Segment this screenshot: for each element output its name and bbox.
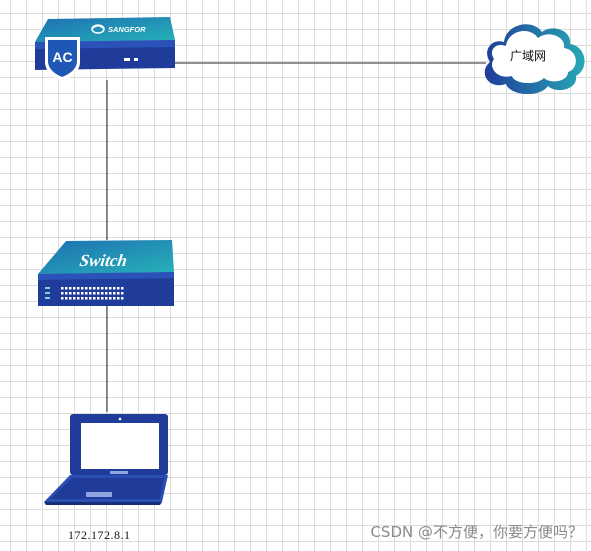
switch-port [85,287,88,290]
switch-port [89,297,92,300]
switch-port [65,292,68,295]
switch-port [121,292,124,295]
switch-port [105,287,108,290]
switch-port [113,287,116,290]
switch-port [101,292,104,295]
switch-port [121,287,124,290]
switch-port [93,292,96,295]
sangfor-logo-icon [91,24,105,34]
switch-port [81,287,84,290]
switch-port [93,287,96,290]
switch-port [117,292,120,295]
switch-port [85,292,88,295]
switch-port [73,297,76,300]
switch-port [61,297,64,300]
switch-port [89,292,92,295]
switch-ports [61,287,124,300]
wan-cloud[interactable]: 广域网 [484,24,585,95]
switch-port [69,297,72,300]
laptop-device[interactable] [44,414,168,505]
switch-port [77,297,80,300]
switch-port [101,287,104,290]
ac-device[interactable]: SANGFOR AC [35,17,175,81]
switch-port [89,287,92,290]
watermark-text: CSDN @不方便，你要方便吗？ [370,523,583,541]
switch-port [121,297,124,300]
switch-port [85,297,88,300]
switch-port [113,292,116,295]
switch-port [117,287,120,290]
switch-port [105,297,108,300]
switch-port [65,297,68,300]
switch-port [101,297,104,300]
switch-port [77,292,80,295]
ac-badge-text: AC [52,49,72,65]
switch-port [113,297,116,300]
switch-port [97,297,100,300]
wan-cloud-label: 广域网 [510,49,546,63]
switch-port [69,292,72,295]
laptop-ip-label: 172.172.8.1 [68,528,131,542]
switch-port [93,297,96,300]
ac-brand-text: SANGFOR [108,25,146,34]
switch-port [69,287,72,290]
switch-port [109,297,112,300]
switch-device[interactable]: Switch [38,240,174,306]
switch-port [105,292,108,295]
ac-shield-icon: AC [45,37,80,81]
switch-port [73,292,76,295]
switch-label: Switch [78,251,128,270]
switch-port [97,287,100,290]
switch-port [81,297,84,300]
switch-port [73,287,76,290]
switch-port [117,297,120,300]
switch-port [77,287,80,290]
switch-port [81,292,84,295]
switch-port [109,287,112,290]
switch-port [65,287,68,290]
switch-port [61,287,64,290]
switch-port [97,292,100,295]
switch-port [109,292,112,295]
switch-port [61,292,64,295]
